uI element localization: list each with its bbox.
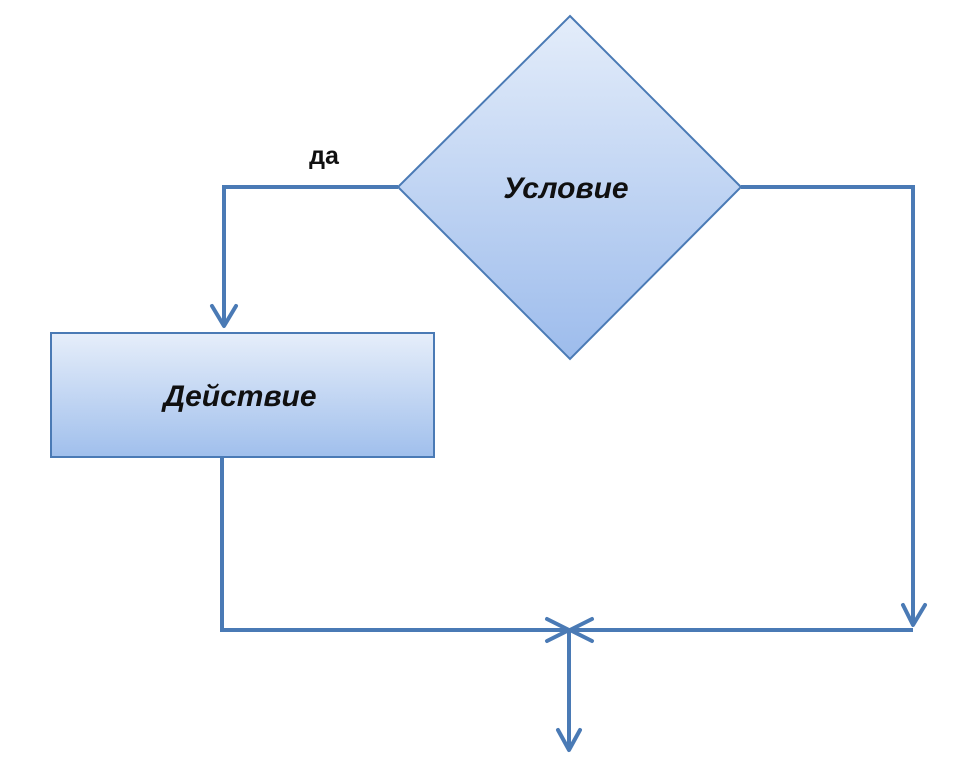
no-branch-connector	[741, 185, 915, 622]
action-label: Действие	[160, 380, 316, 413]
action-box	[50, 332, 435, 458]
condition-diamond	[396, 14, 743, 361]
yes-branch-connector	[222, 185, 398, 322]
yes-branch-label: да	[309, 142, 340, 170]
action-exit-connector	[220, 458, 566, 632]
output-arrowhead	[556, 728, 582, 752]
yes-branch-arrowhead	[210, 304, 238, 328]
no-branch-arrowhead	[901, 603, 927, 627]
condition-label: Условие	[503, 172, 628, 205]
